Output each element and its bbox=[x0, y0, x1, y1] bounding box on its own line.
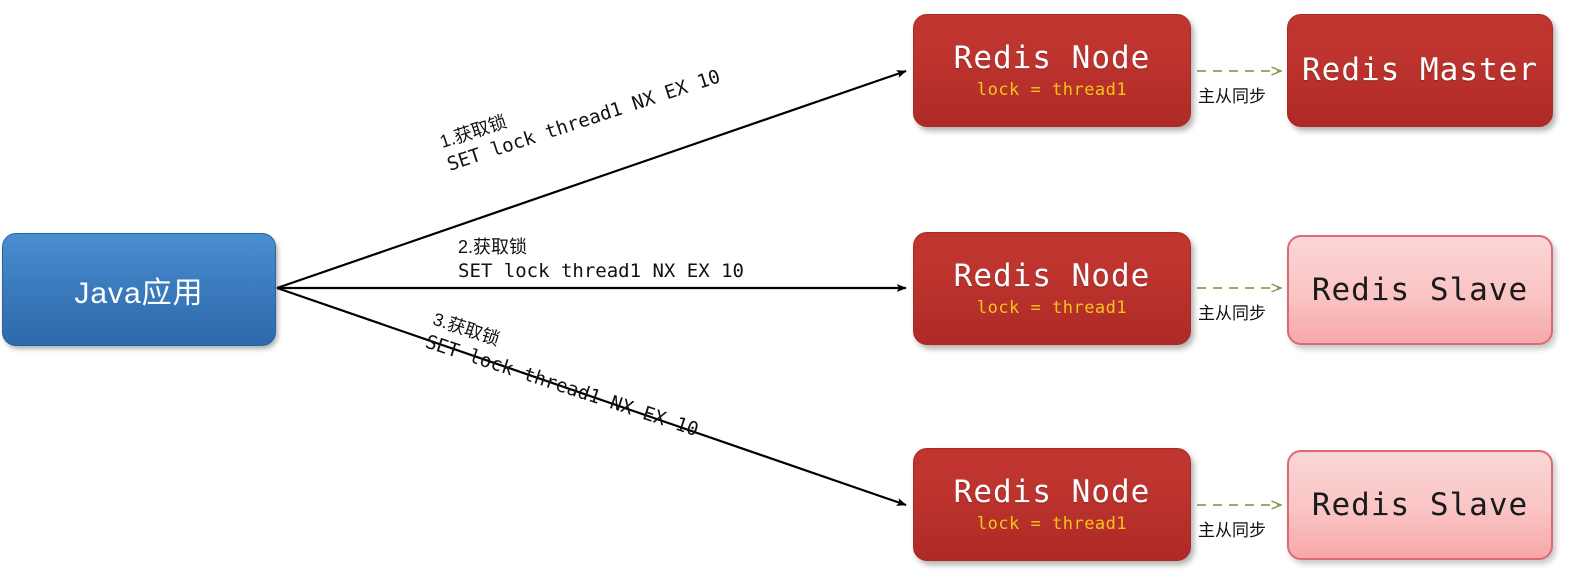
sync-label-2: 主从同步 bbox=[1198, 304, 1266, 323]
redis-node-title-1: Redis Node bbox=[953, 40, 1151, 77]
redis-node-box-2[interactable]: Redis Node lock = thread1 bbox=[913, 232, 1191, 345]
redis-node-box-3[interactable]: Redis Node lock = thread1 bbox=[913, 448, 1191, 561]
request-step-2: 2.获取锁 bbox=[458, 237, 528, 257]
redis-slave-title-2: Redis Slave bbox=[1311, 486, 1529, 523]
java-application-label: Java应用 bbox=[74, 276, 204, 310]
redis-node-title-2: Redis Node bbox=[953, 258, 1151, 295]
redis-node-title-3: Redis Node bbox=[953, 474, 1151, 511]
sync-label-3: 主从同步 bbox=[1198, 521, 1266, 540]
redis-slave-box-1[interactable]: Redis Slave bbox=[1287, 235, 1553, 345]
request-label-1: 1.获取锁 SET lock thread1 NX EX 10 bbox=[437, 43, 723, 177]
redis-master-title: Redis Master bbox=[1302, 52, 1538, 89]
redis-node-lock-1: lock = thread1 bbox=[976, 80, 1128, 101]
redis-slave-title-1: Redis Slave bbox=[1311, 271, 1529, 308]
redis-node-lock-3: lock = thread1 bbox=[976, 514, 1128, 535]
request-label-3: 3.获取锁 SET lock thread1 NX EX 10 bbox=[422, 308, 708, 442]
request-label-2: 2.获取锁 SET lock thread1 NX EX 10 bbox=[458, 236, 744, 283]
redis-node-lock-2: lock = thread1 bbox=[976, 298, 1128, 319]
redis-master-box[interactable]: Redis Master bbox=[1287, 14, 1553, 127]
java-application-box[interactable]: Java应用 bbox=[2, 233, 276, 346]
redis-node-box-1[interactable]: Redis Node lock = thread1 bbox=[913, 14, 1191, 127]
redis-slave-box-2[interactable]: Redis Slave bbox=[1287, 450, 1553, 560]
sync-label-1: 主从同步 bbox=[1198, 87, 1266, 106]
request-command-2: SET lock thread1 NX EX 10 bbox=[458, 260, 744, 283]
